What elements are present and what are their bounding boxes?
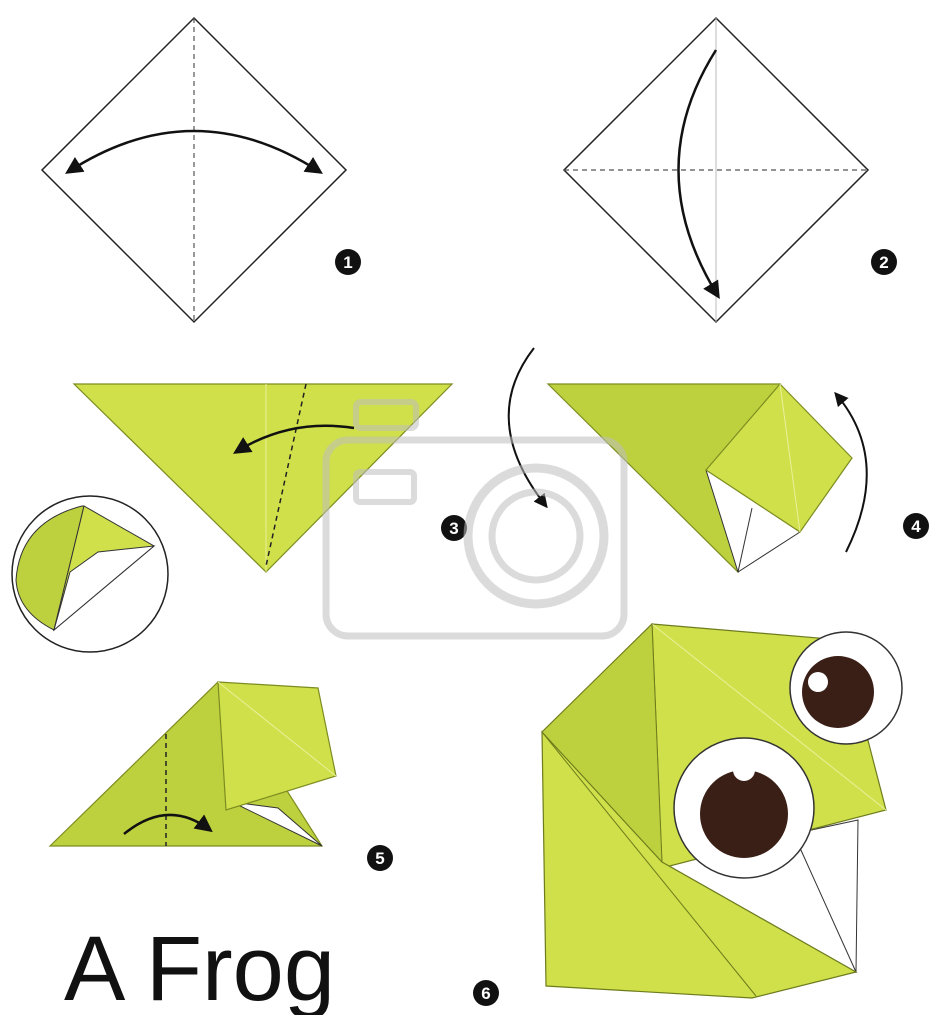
step-2-badge: 2: [871, 249, 897, 275]
svg-text:2: 2: [879, 253, 888, 272]
svg-text:6: 6: [481, 984, 490, 1003]
step-1-badge: 1: [335, 249, 361, 275]
step-4-badge: 4: [903, 513, 929, 539]
step-6-badge: 6: [473, 980, 499, 1006]
svg-text:1: 1: [343, 253, 352, 272]
step-1-diagram: 1: [42, 18, 361, 322]
svg-text:5: 5: [375, 849, 384, 868]
frog-eye-left: [674, 738, 814, 878]
watermark-camera-icon: [326, 402, 624, 636]
step-5-diagram: 5: [50, 682, 393, 871]
svg-text:4: 4: [911, 517, 921, 536]
turn-over-arrow: [509, 348, 546, 506]
page-title: A Frog: [64, 918, 335, 1015]
step-6-frog: 6: [473, 624, 902, 1006]
step-3-badge: 3: [441, 515, 467, 541]
svg-text:3: 3: [449, 519, 458, 538]
step-5-badge: 5: [367, 845, 393, 871]
step-2-diagram: 2: [564, 18, 897, 322]
step-3-diagram: 3: [12, 348, 546, 652]
step-3-detail-inset: [12, 496, 168, 652]
frog-eye-right: [790, 632, 902, 744]
